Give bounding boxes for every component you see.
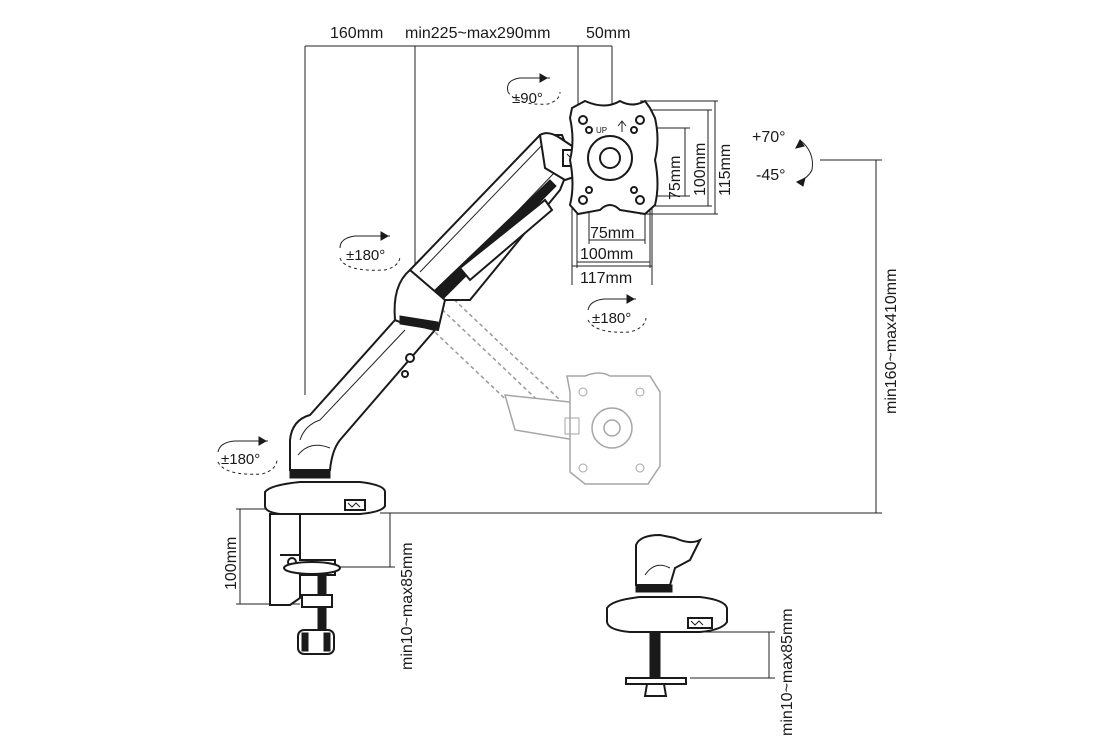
rotate-arrow-icon — [587, 298, 636, 311]
dim-arm-length: min225~max290mm — [405, 25, 550, 42]
clamp-desk-thickness: min10~max85mm — [399, 542, 416, 670]
monitor-arm — [264, 132, 582, 515]
rotate-arrow-icon — [339, 235, 390, 249]
rotation-base: ±180° — [221, 451, 260, 468]
vesa-plate: UP — [568, 99, 659, 216]
vesa-v115: 115mm — [717, 144, 734, 196]
tilt-down-label: -45° — [756, 167, 786, 184]
desk-clamp — [269, 513, 341, 655]
tilt-up-label: +70° — [752, 129, 786, 146]
height-range: min160~max410mm — [883, 269, 900, 414]
vesa-h100: 100mm — [580, 246, 633, 263]
rotation-indicators: ±90° ±180° ±180° ±180° — [217, 73, 813, 475]
vesa-h117: 117mm — [580, 270, 632, 287]
rotate-arrow-icon — [217, 440, 268, 453]
dim-plate-offset: 50mm — [586, 25, 630, 42]
rotate-arrow-icon — [507, 77, 550, 93]
vesa-h75: 75mm — [590, 225, 634, 242]
rotation-tilt-swivel: ±90° — [512, 90, 543, 107]
grommet-mount — [606, 533, 728, 697]
dimension-labels: 160mm min225~max290mm 50mm +70° -45° 75m… — [223, 25, 900, 736]
vesa-up-label: UP — [596, 126, 607, 135]
dim-offset: 160mm — [330, 25, 383, 42]
grommet-desk-thickness: min10~max85mm — [779, 608, 796, 736]
rotation-arm-upper: ±180° — [346, 247, 385, 264]
rotation-plate: ±180° — [592, 310, 631, 327]
arm-alternate-position-ghost — [419, 289, 661, 485]
up-arrow-icon — [617, 120, 627, 132]
vesa-v75: 75mm — [667, 156, 684, 200]
vesa-v100: 100mm — [692, 143, 709, 196]
clamp-height: 100mm — [223, 537, 240, 590]
